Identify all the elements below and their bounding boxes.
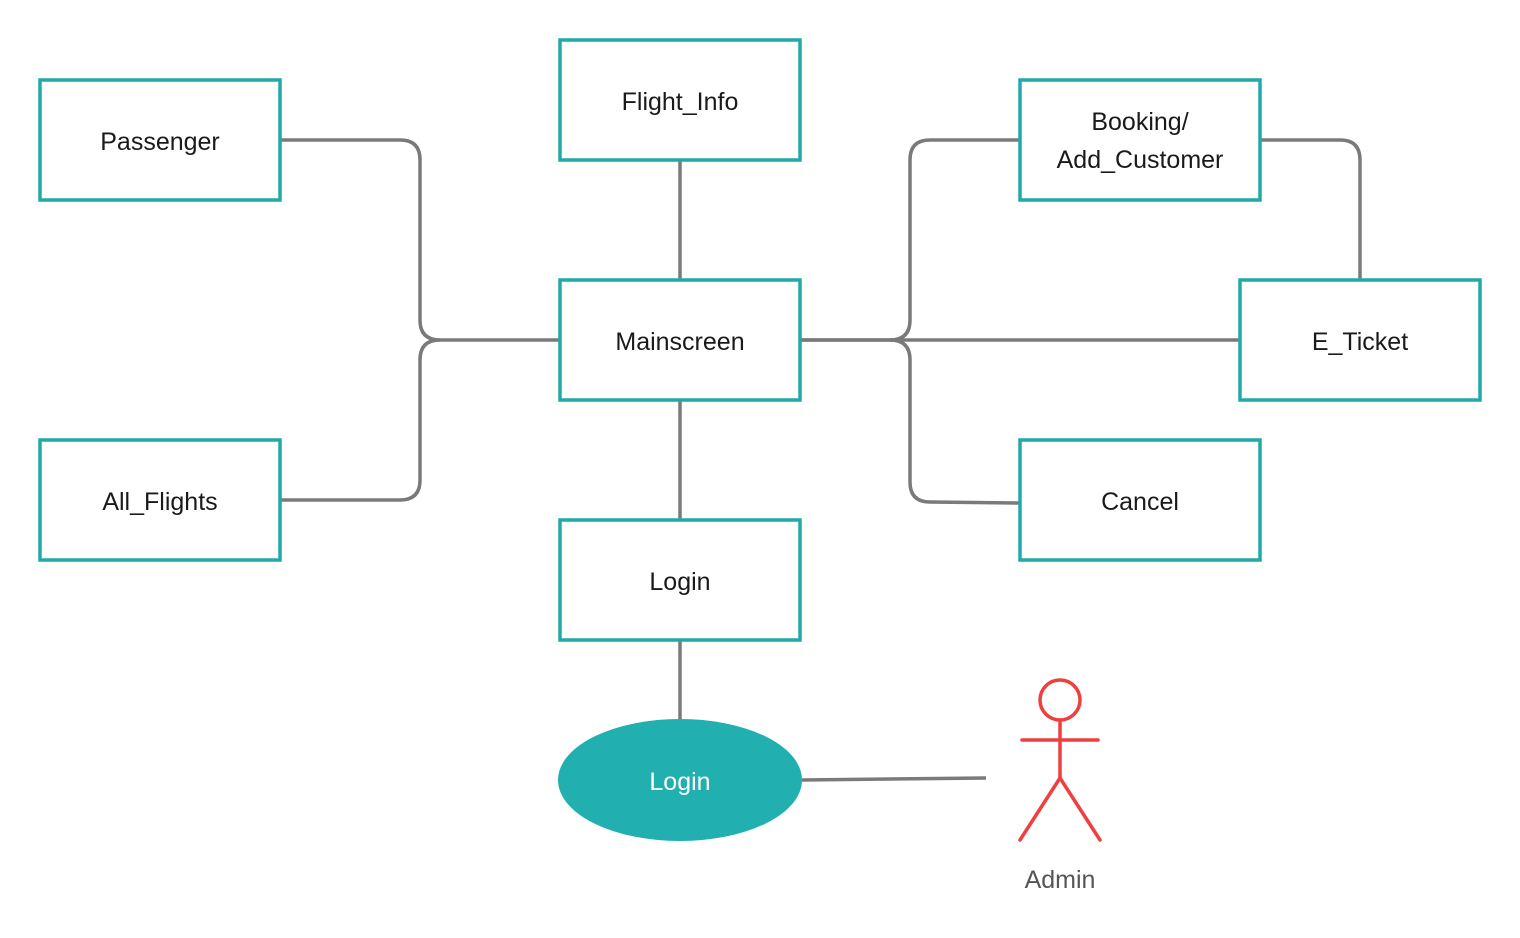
node-booking[interactable]: Booking/ Add_Customer: [1018, 78, 1262, 202]
node-e-ticket[interactable]: E_Ticket: [1238, 278, 1482, 402]
node-booking-label-line1: Booking/: [1091, 108, 1188, 136]
node-flight-info-label: Flight_Info: [622, 88, 739, 116]
connector-use-case-admin: [801, 776, 987, 782]
node-booking-label-line2: Add_Customer: [1057, 146, 1224, 174]
node-flight-info[interactable]: Flight_Info: [558, 38, 802, 162]
node-cancel-label: Cancel: [1101, 488, 1179, 516]
node-e-ticket-label: E_Ticket: [1312, 328, 1408, 356]
node-mainscreen-label: Mainscreen: [615, 328, 744, 356]
connector-passenger-mainscreen: [280, 138, 560, 342]
use-case-login[interactable]: Login: [558, 719, 802, 841]
actor-admin-label: Admin: [1025, 866, 1096, 894]
connector-all-flights-mainscreen: [280, 338, 441, 502]
node-cancel[interactable]: Cancel: [1018, 438, 1262, 562]
node-all-flights-label: All_Flights: [102, 488, 217, 516]
connector-mainscreen-cancel: [889, 338, 1021, 505]
node-login-box-label: Login: [649, 568, 710, 596]
node-mainscreen[interactable]: Mainscreen: [558, 278, 802, 402]
actor-admin[interactable]: Admin: [1018, 678, 1102, 894]
node-all-flights[interactable]: All_Flights: [38, 438, 282, 562]
node-passenger-label: Passenger: [100, 128, 220, 156]
stick-figure-actor-icon: [1018, 678, 1102, 842]
node-passenger[interactable]: Passenger: [38, 78, 282, 202]
use-case-login-label: Login: [649, 768, 710, 796]
connectors: [280, 138, 1362, 782]
node-login-box[interactable]: Login: [558, 518, 802, 642]
connector-mainscreen-booking: [800, 138, 1020, 342]
connector-booking-e-ticket: [1260, 138, 1362, 280]
